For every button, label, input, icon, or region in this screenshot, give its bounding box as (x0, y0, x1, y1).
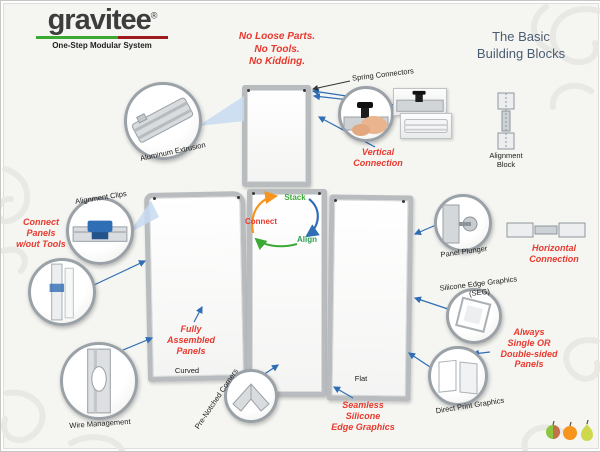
connector-dot (252, 192, 255, 195)
seamless-label: Seamless Silicone Edge Graphics (331, 400, 395, 432)
direct-print-photo (428, 346, 488, 406)
connector-dot (247, 89, 250, 92)
spring-connector-icon (343, 102, 389, 136)
cycle-align-label: Align (297, 235, 317, 244)
aluminum-extrusion-photo (124, 82, 202, 160)
cycle-stack-label: Stack (284, 193, 306, 202)
registered-mark: ® (150, 10, 158, 21)
slogan-text: No Loose Parts. No Tools. No Kidding. (238, 31, 316, 67)
extrusion-icon (131, 97, 194, 143)
panel-top (242, 85, 311, 187)
extrusion-profile-icon (404, 119, 448, 133)
plunger-icon (442, 204, 478, 244)
vertical-connection-label: Vertical Connection (353, 147, 403, 168)
logo-tagline: One-Step Modular System (52, 41, 152, 51)
wire-management-icon (87, 348, 111, 414)
logo-wordmark: gravitee® (27, 5, 177, 35)
connector-dot (237, 196, 240, 199)
extrusion-profile-photo (400, 113, 452, 139)
pear-icon (581, 419, 593, 441)
vertical-extrusion-icon (49, 263, 74, 321)
alignment-block-label: Alignment Block (489, 151, 523, 169)
logo: gravitee® One-Step Modular System (27, 5, 177, 50)
connector-dot (318, 192, 321, 195)
fully-assembled-label: Fully Assembled Panels (166, 324, 216, 356)
seg-icon (455, 296, 492, 333)
wire-management-photo (60, 342, 138, 420)
frame-connector-icon (396, 90, 444, 112)
flat-panel-label: Flat (354, 374, 368, 383)
horizontal-connection-diagram (506, 222, 586, 238)
connector-dot (334, 199, 337, 202)
connect-extrusion-photo (28, 258, 96, 326)
alignment-block-diagram (497, 92, 515, 150)
panel-flat (326, 194, 414, 402)
apple-icon (546, 420, 560, 439)
pre-notched-corner-photo (224, 369, 278, 423)
logo-underline (36, 36, 168, 40)
spring-connector-photo (338, 86, 394, 142)
alignment-clips-photo (66, 197, 134, 265)
page-title: The Basic Building Blocks (476, 29, 566, 61)
cycle-connect-label: Connect (245, 217, 277, 226)
always-panels-label: Always Single OR Double-sided Panels (500, 327, 558, 370)
direct-print-icon (438, 359, 478, 395)
orange-icon (563, 421, 577, 440)
frame-connector-photo (393, 88, 447, 116)
connect-panels-label: Connect Panels w/out Tools (16, 217, 66, 249)
connector-dot (153, 197, 156, 200)
connector-dot (402, 200, 405, 203)
curved-panel-label: Curved (174, 366, 200, 375)
horizontal-connection-label: Horizontal Connection (529, 243, 579, 264)
alignment-clip-icon (72, 220, 128, 242)
fruit-logos (546, 419, 593, 441)
panel-plunger-photo (434, 194, 492, 252)
connector-dot (303, 89, 306, 92)
seg-corner-photo (446, 288, 502, 344)
notched-corner-icon (232, 383, 270, 412)
logo-text: gravitee (47, 4, 152, 36)
